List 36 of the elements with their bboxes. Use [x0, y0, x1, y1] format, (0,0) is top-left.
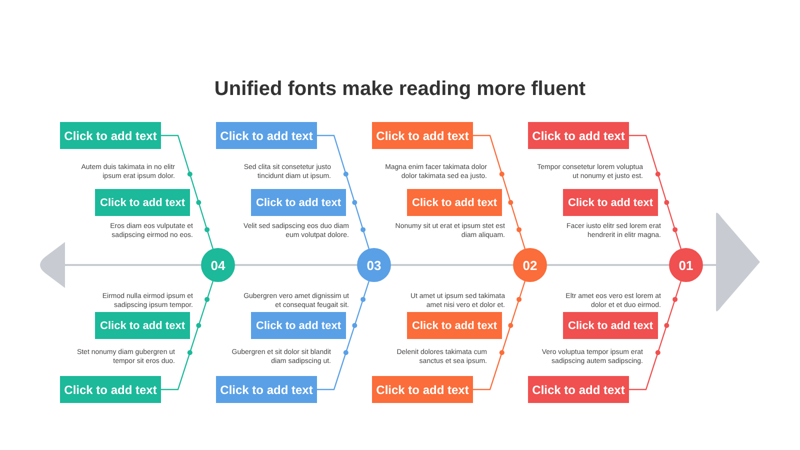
number-circle: 03 [357, 248, 391, 282]
title: Unified fonts make reading more fluent [213, 78, 587, 101]
text-box: Click to add text [216, 122, 317, 149]
spine-line [235, 264, 357, 266]
text-box: Click to add text [528, 122, 629, 149]
bone-line [161, 280, 214, 390]
text-box: Click to add text [251, 312, 346, 339]
bone-line [473, 134, 526, 250]
text-box: Click to add text [216, 376, 317, 403]
text-box: Click to add text [563, 189, 658, 216]
text-box: Click to add text [95, 312, 190, 339]
text-box: Click to add text [372, 376, 473, 403]
spine-line [703, 264, 716, 266]
bone-line [317, 134, 370, 250]
spine-line [391, 264, 513, 266]
bone-line [317, 280, 370, 390]
text-box: Click to add text [407, 189, 502, 216]
number-circle: 02 [513, 248, 547, 282]
arrow-head-shape [716, 212, 760, 312]
text-box: Click to add text [407, 312, 502, 339]
bone-line [629, 134, 682, 250]
number-circle: 04 [201, 248, 235, 282]
spine-line [65, 264, 201, 266]
text-box: Click to add text [372, 122, 473, 149]
bone-line [629, 280, 682, 390]
tail-triangle [40, 242, 65, 288]
bone-line [161, 134, 214, 250]
text-box: Click to add text [251, 189, 346, 216]
text-box: Click to add text [60, 122, 161, 149]
text-box: Click to add text [563, 312, 658, 339]
text-box: Click to add text [95, 189, 190, 216]
text-box: Click to add text [60, 376, 161, 403]
text-box: Click to add text [528, 376, 629, 403]
bone-line [473, 280, 526, 390]
number-circle: 01 [669, 248, 703, 282]
spine-line [547, 264, 669, 266]
